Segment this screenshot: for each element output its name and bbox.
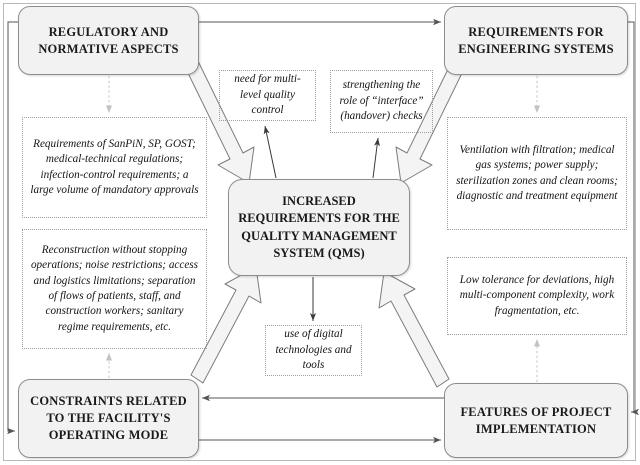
link-center-to-note-multilevel	[263, 125, 277, 179]
node-regulatory-label: REGULATORY AND NORMATIVE ASPECTS	[38, 24, 179, 56]
note-digital-text: use of digital technologies and tools	[275, 328, 352, 372]
link-engineering-to-features	[628, 21, 639, 416]
block-arrow-engineering-to-center	[395, 60, 465, 184]
note-multilevel-text: need for multi-level quality control	[234, 73, 301, 117]
note-sanpin-text: Requirements of SanPiN, SP, GOST; medica…	[30, 137, 199, 196]
node-features-of-project-implementation[interactable]: FEATURES OF PROJECT IMPLEMENTATION	[444, 383, 628, 458]
node-regulatory-and-normative-aspects[interactable]: REGULATORY AND NORMATIVE ASPECTS	[18, 6, 199, 75]
note-reconstruction: Reconstruction without stopping operatio…	[22, 229, 207, 349]
node-constraints-label: CONSTRAINTS RELATED TO THE FACILITY'S OP…	[30, 394, 187, 442]
node-features-label: FEATURES OF PROJECT IMPLEMENTATION	[460, 404, 612, 436]
outer-frame	[3, 3, 636, 461]
block-arrow-features-to-center	[378, 271, 450, 388]
block-arrow-regulatory-to-center	[185, 60, 255, 184]
note-sanpin: Requirements of SanPiN, SP, GOST; medica…	[22, 117, 207, 218]
note-interface-text: strengthening the role of “interface” (h…	[339, 79, 424, 123]
note-digital-technologies: use of digital technologies and tools	[265, 325, 362, 376]
node-engineering-label: REQUIREMENTS FOR ENGINEERING SYSTEMS	[458, 24, 614, 56]
note-low-tolerance-text: Low tolerance for deviations, high multi…	[459, 273, 615, 317]
node-increased-requirements-qms[interactable]: INCREASED REQUIREMENTS FOR THE QUALITY M…	[228, 179, 410, 276]
note-multilevel-quality-control: need for multi-level quality control	[219, 70, 316, 121]
note-ventilation: Ventilation with filtration; medical gas…	[447, 117, 627, 230]
note-low-tolerance: Low tolerance for deviations, high multi…	[447, 257, 627, 335]
link-regulatory-to-constraints	[7, 21, 18, 435]
node-requirements-for-engineering-systems[interactable]: REQUIREMENTS FOR ENGINEERING SYSTEMS	[444, 6, 628, 75]
node-center-label: INCREASED REQUIREMENTS FOR THE QUALITY M…	[238, 194, 400, 260]
note-interface-handover-checks: strengthening the role of “interface” (h…	[330, 70, 433, 133]
link-center-to-note-interface	[372, 137, 380, 179]
note-reconstruction-text: Reconstruction without stopping operatio…	[30, 243, 199, 333]
node-constraints-facility-operating-mode[interactable]: CONSTRAINTS RELATED TO THE FACILITY'S OP…	[18, 379, 199, 458]
note-ventilation-text: Ventilation with filtration; medical gas…	[456, 143, 618, 202]
